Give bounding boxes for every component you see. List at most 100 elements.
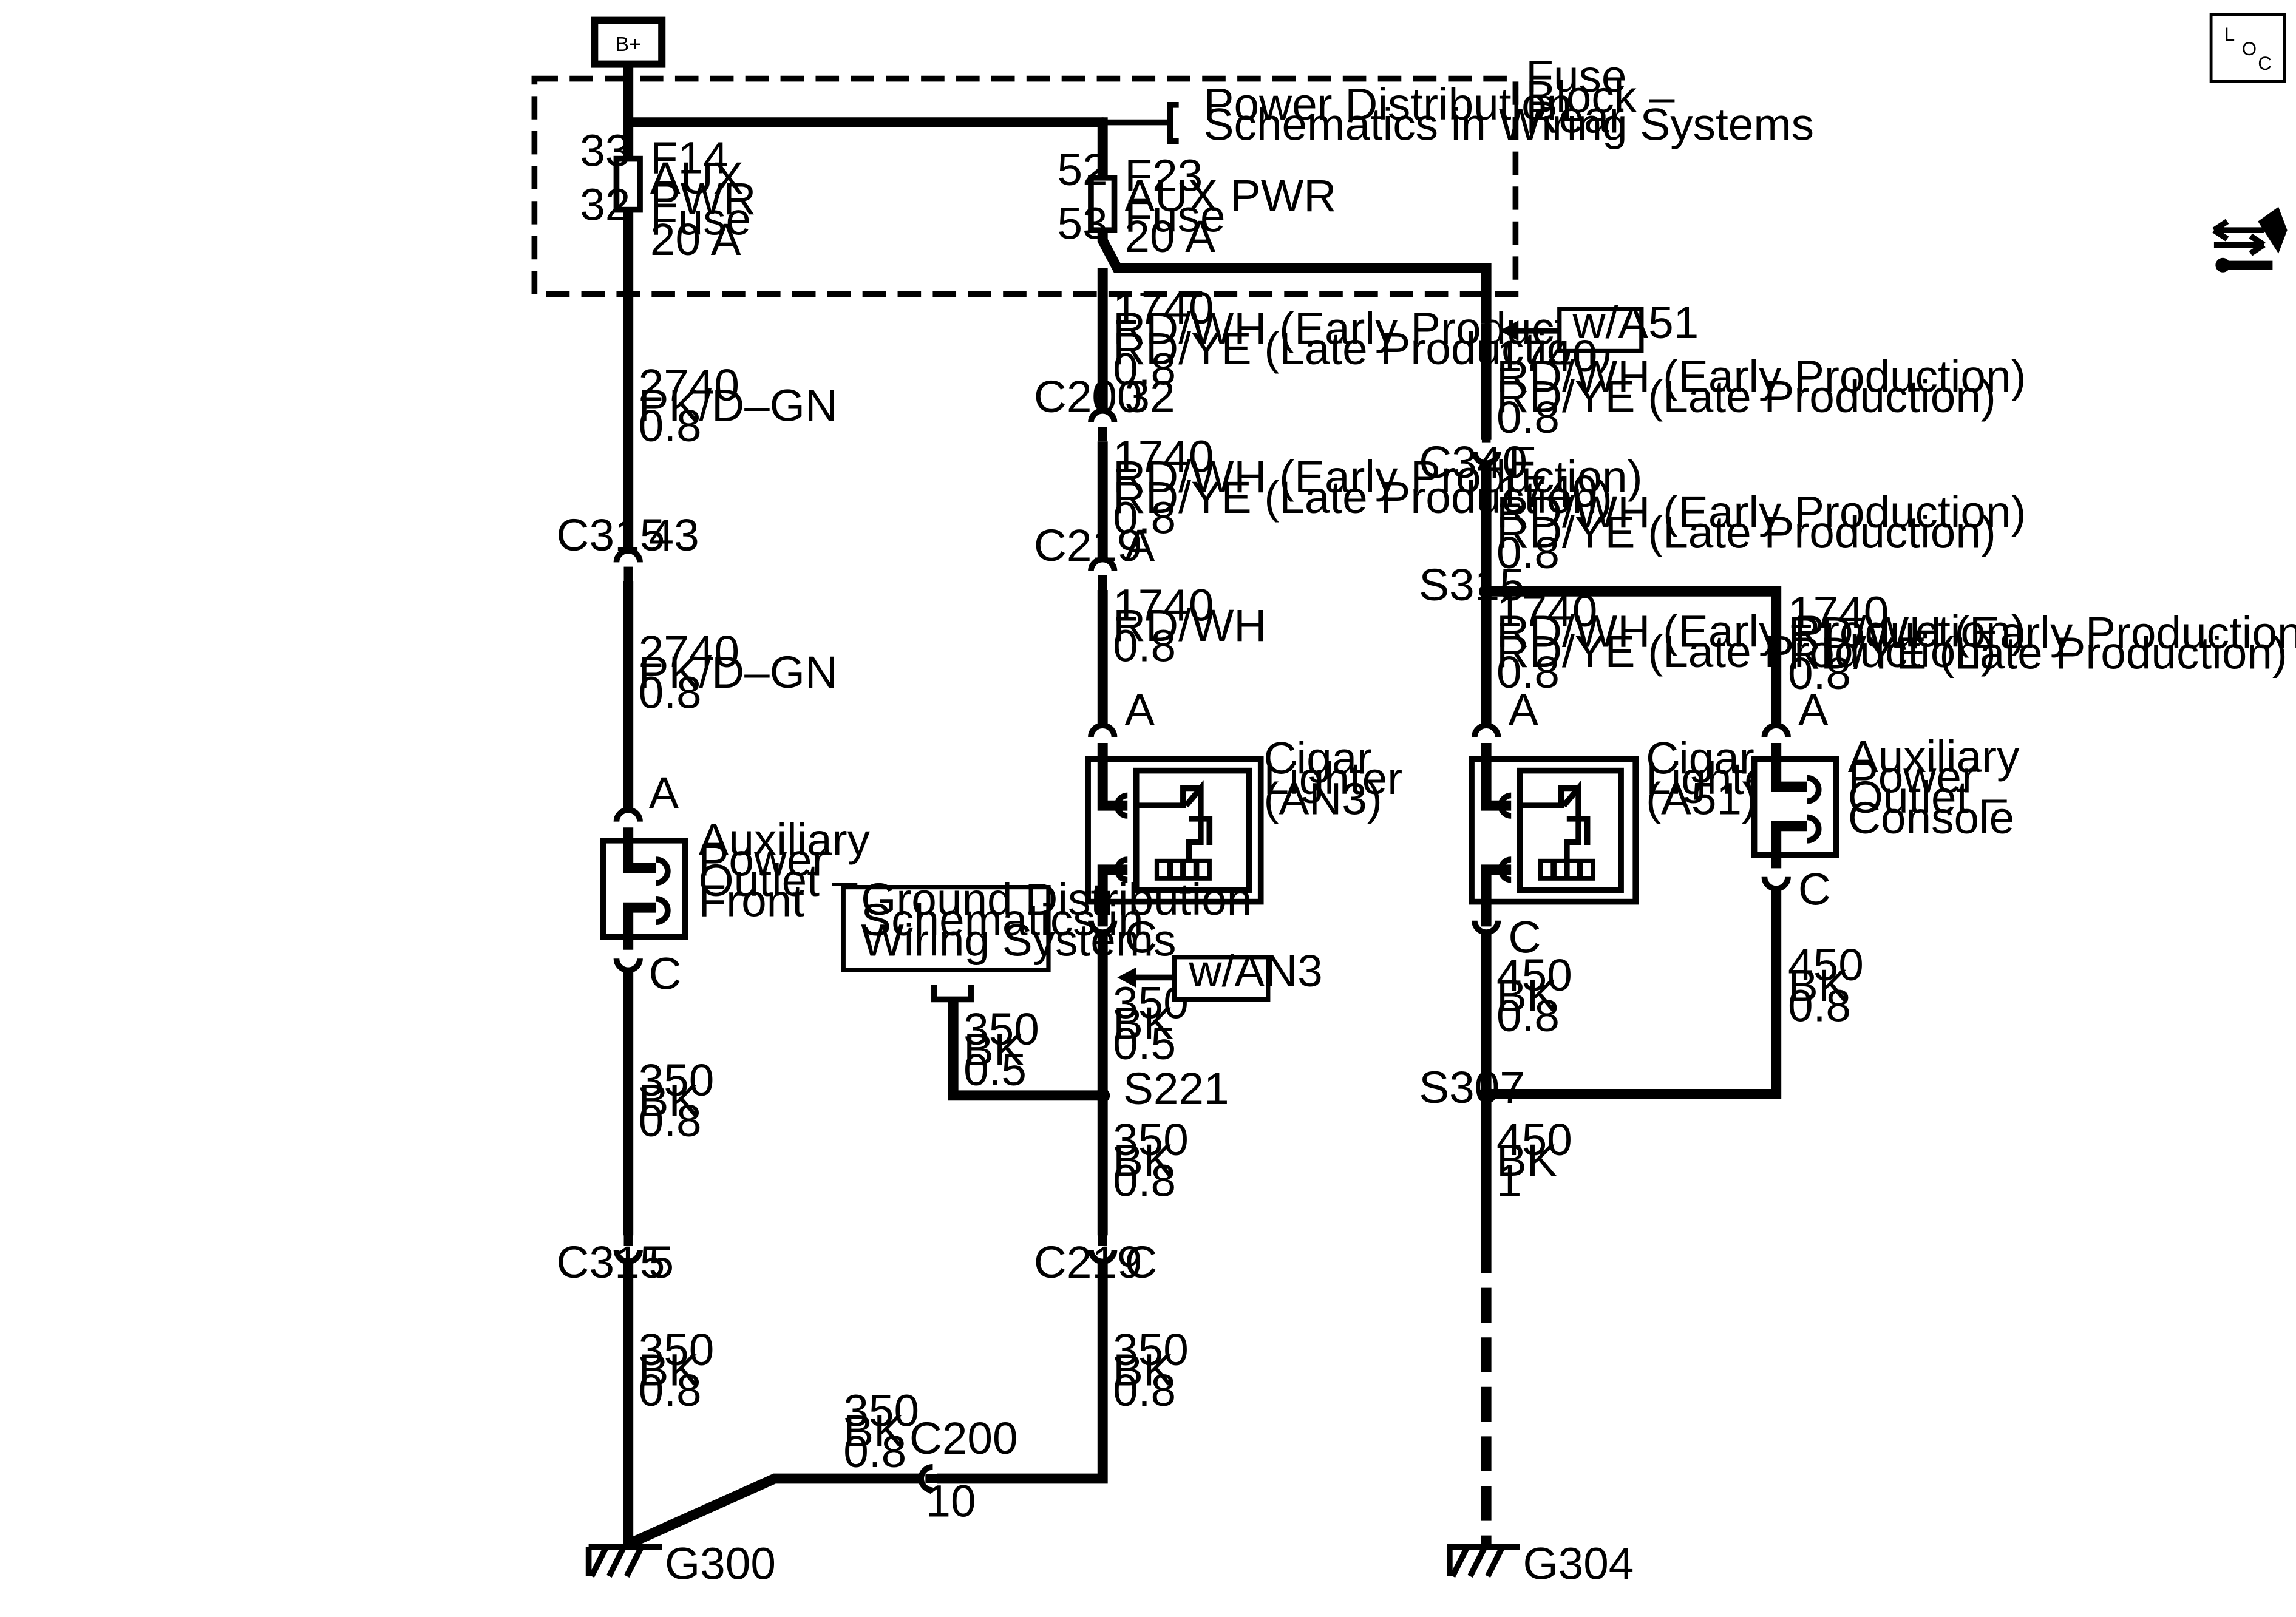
svg-text:350: 350 [843,1385,919,1436]
svg-text:BK: BK [1788,960,1849,1011]
svg-text:1740: 1740 [1113,282,1214,333]
svg-text:Cigar: Cigar [1264,733,1373,784]
svg-text:Power: Power [699,835,827,886]
svg-text:Auxiliary: Auxiliary [1848,731,2020,782]
svg-text:2740: 2740 [639,626,739,677]
svg-text:Schematics in: Schematics in [861,894,1143,945]
svg-text:C315: C315 [557,1236,665,1287]
svg-text:0.8: 0.8 [1113,492,1176,543]
svg-text:0.8: 0.8 [639,400,702,451]
svg-text:A: A [1508,684,1538,735]
svg-text:0.5: 0.5 [963,1044,1027,1095]
svg-text:0.8: 0.8 [639,667,702,718]
svg-text:C: C [1508,912,1541,963]
svg-text:BK: BK [1496,970,1557,1021]
svg-text:S221: S221 [1123,1063,1229,1114]
svg-text:A: A [1124,520,1155,571]
svg-text:C: C [649,948,682,999]
svg-text:BK: BK [639,1344,699,1395]
circuit-an3-ground: C 350 BK 0.5 S221 350 BK 0.8 C219 C 350 … [937,912,1229,1484]
circuit-front-ground: C 350 BK 0.8 C315 5 350 BK 0.8 [557,948,715,1544]
svg-text:0.8: 0.8 [1496,990,1560,1041]
svg-text:RD/WH (Early Production): RD/WH (Early Production) [1496,606,2026,657]
svg-text:PK/D–GN: PK/D–GN [639,646,838,697]
svg-text:Fuse: Fuse [1124,191,1225,242]
svg-text:AUX PWR: AUX PWR [1124,170,1336,221]
svg-text:0.8: 0.8 [1496,392,1560,442]
svg-text:1: 1 [1496,1155,1522,1206]
svg-text:BK: BK [1113,997,1173,1048]
svg-text:F: F [1508,436,1536,487]
svg-text:C315: C315 [557,509,665,560]
svg-text:350: 350 [1113,1114,1189,1165]
svg-text:w/A51: w/A51 [1572,297,1699,348]
svg-text:0.8: 0.8 [843,1426,906,1477]
svg-text:Outlet –: Outlet – [1848,771,2007,822]
svg-text:1740: 1740 [1496,466,1597,517]
svg-text:Cigar: Cigar [1646,733,1754,784]
svg-text:BK: BK [843,1405,904,1456]
svg-text:1740: 1740 [1113,580,1214,631]
cigar-lighter-an3: Cigar Lighter (AN3) [1085,733,1402,927]
svg-text:RD/WH: RD/WH [1113,600,1266,651]
svg-text:Auxiliary: Auxiliary [699,814,871,865]
svg-text:Outlet –: Outlet – [699,855,858,906]
svg-text:32: 32 [580,179,630,230]
svg-text:RD/WH (Early Production): RD/WH (Early Production) [1113,451,1642,502]
svg-text:350: 350 [639,1054,715,1105]
svg-text:w/AN3: w/AN3 [1189,945,1323,996]
svg-text:0.8: 0.8 [1496,646,1560,697]
svg-text:Wiring Systems: Wiring Systems [861,915,1176,966]
svg-text:Block –: Block – [1526,71,1675,122]
fuse-block-label: Fuse Block – Rear [1526,50,1675,142]
svg-text:350: 350 [963,1003,1039,1054]
power-distribution-reference: Power Distribution Schematics in Wiring … [1167,78,1814,149]
svg-text:C: C [1124,1236,1157,1287]
circuit-lighter-a51: 1740 RD/WH (Early Production) RD/YE (Lat… [1419,323,2026,737]
svg-text:C: C [2258,53,2272,74]
svg-text:RD/YE (Late Production): RD/YE (Late Production) [1788,628,2288,679]
option-a51: w/A51 [1499,297,1699,353]
aux-power-outlet-front: Auxiliary Power Outlet – Front [600,814,871,950]
svg-text:F14: F14 [650,132,729,183]
svg-text:Fuse: Fuse [650,194,751,245]
circuit-lighter-an3: 1740 RD/WH (Early Production) RD/YE (Lat… [1034,268,1643,737]
svg-text:0.8: 0.8 [639,1364,702,1415]
svg-text:450: 450 [1496,949,1572,1000]
bplus-label: B+ [616,33,641,56]
svg-text:0.5: 0.5 [1113,1018,1176,1069]
svg-text:450: 450 [1496,1114,1572,1165]
svg-text:PK/D–GN: PK/D–GN [639,380,838,431]
ground-g304: G304 [1447,1538,1634,1589]
svg-text:C200: C200 [1034,371,1143,422]
svg-text:BK: BK [1113,1344,1173,1395]
svg-text:C: C [1798,864,1831,915]
svg-text:A: A [1798,684,1829,735]
service-procedure-icon [2212,206,2288,273]
svg-text:C219: C219 [1034,520,1143,571]
cigar-lighter-a51: Cigar Lighter (A51) [1469,733,1785,927]
svg-text:F23: F23 [1124,150,1203,201]
svg-text:RD/WH (Early Production): RD/WH (Early Production) [1496,351,2026,402]
svg-text:L: L [2224,24,2235,45]
svg-text:350: 350 [1113,1324,1189,1375]
circuit-front-outlet: 2740 PK/D–GN 0.8 C315 43 2740 PK/D–GN 0.… [557,209,838,822]
svg-text:RD/YE (Late Production): RD/YE (Late Production) [1496,507,1996,558]
svg-text:G304: G304 [1523,1538,1634,1589]
svg-text:33: 33 [580,125,630,176]
svg-text:BK: BK [1496,1134,1557,1185]
svg-text:(A51): (A51) [1646,773,1757,824]
svg-text:C200: C200 [909,1412,1018,1463]
svg-text:450: 450 [1788,939,1864,990]
svg-text:AUX: AUX [650,152,744,203]
svg-text:0.8: 0.8 [1496,527,1560,578]
svg-text:1740: 1740 [1496,330,1597,381]
svg-text:52: 52 [1057,144,1107,195]
ground-g300: G300 [585,1538,776,1589]
svg-text:PWR: PWR [650,173,756,224]
loc-badge: L O C [2209,13,2286,83]
svg-text:(AN3): (AN3) [1264,773,1382,824]
svg-text:350: 350 [639,1324,715,1375]
svg-text:O: O [2242,38,2257,59]
